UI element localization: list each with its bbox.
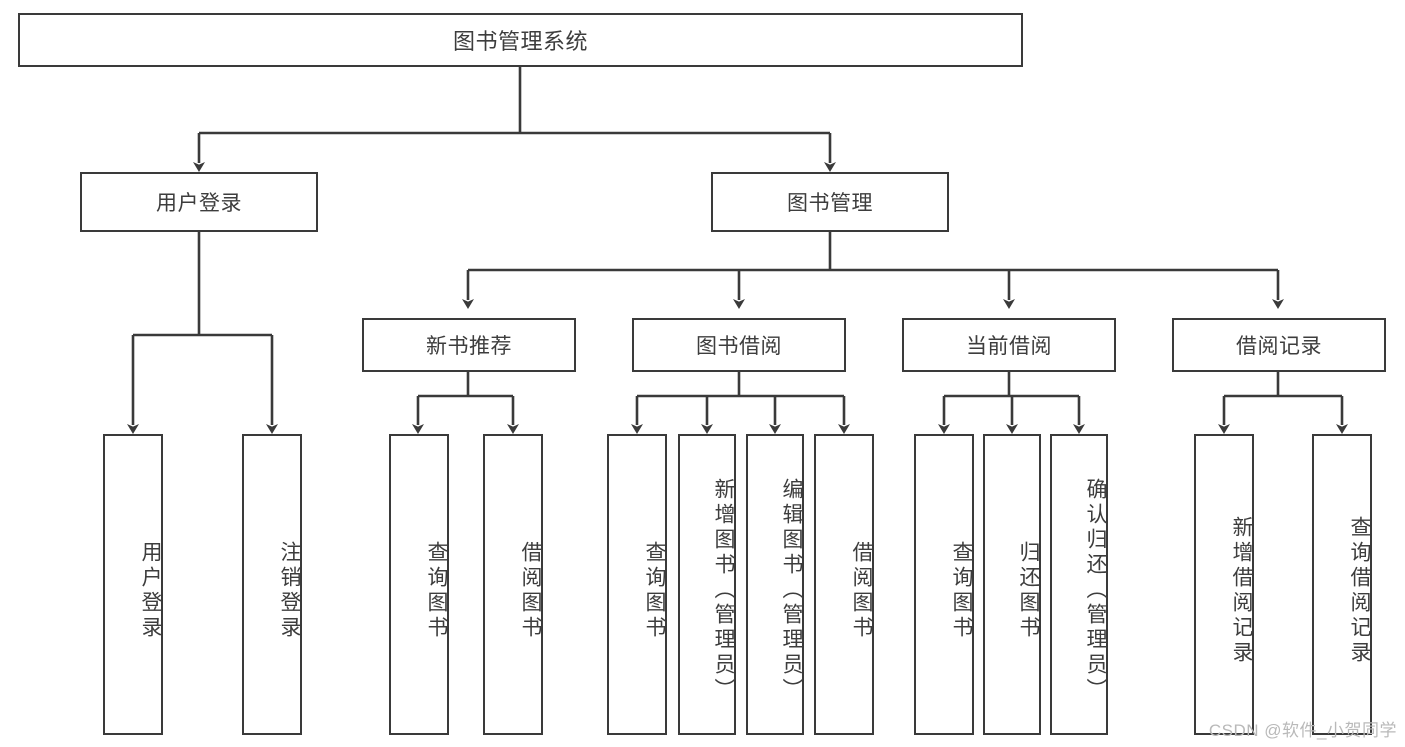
node-leaf-newbook-query-book[interactable]: 查询图书 (389, 434, 449, 735)
node-label: 当前借阅 (966, 335, 1052, 358)
node-label: 编辑图书（管理员） (780, 478, 803, 703)
node-label: 新书推荐 (426, 335, 512, 358)
node-book-borrowing[interactable]: 图书借阅 (632, 318, 846, 372)
node-book-management[interactable]: 图书管理 (711, 172, 949, 232)
node-leaf-borrow-query-book[interactable]: 查询图书 (607, 434, 667, 735)
node-label: 用户登录 (156, 192, 242, 215)
node-leaf-logout[interactable]: 注销登录 (242, 434, 302, 735)
node-new-book-recommendation[interactable]: 新书推荐 (362, 318, 576, 372)
node-borrowing-record[interactable]: 借阅记录 (1172, 318, 1386, 372)
node-label: 新增图书（管理员） (712, 478, 735, 703)
node-current-borrowing[interactable]: 当前借阅 (902, 318, 1116, 372)
node-label: 注销登录 (278, 540, 301, 641)
node-leaf-record-query-record[interactable]: 查询借阅记录 (1312, 434, 1372, 735)
node-label: 查询借阅记录 (1348, 515, 1371, 666)
node-label: 图书管理系统 (452, 29, 588, 54)
node-label: 用户登录 (139, 540, 162, 641)
node-leaf-borrow-borrow-book[interactable]: 借阅图书 (814, 434, 874, 735)
node-label: 查询图书 (643, 540, 666, 641)
node-label: 借阅图书 (519, 540, 542, 641)
node-leaf-newbook-borrow-book[interactable]: 借阅图书 (483, 434, 543, 735)
csdn-watermark: CSDN @软件_小贺同学 (1208, 721, 1397, 740)
node-label: 新增借阅记录 (1230, 515, 1253, 666)
node-leaf-borrow-add-book-admin[interactable]: 新增图书（管理员） (678, 434, 736, 735)
node-leaf-record-add-record[interactable]: 新增借阅记录 (1194, 434, 1254, 735)
node-root-book-management-system[interactable]: 图书管理系统 (18, 13, 1023, 67)
node-label: 归还图书 (1017, 540, 1040, 641)
node-label: 确认归还（管理员） (1084, 478, 1107, 703)
node-user-login[interactable]: 用户登录 (80, 172, 318, 232)
node-label: 图书借阅 (696, 335, 782, 358)
node-leaf-current-confirm-return-admin[interactable]: 确认归还（管理员） (1050, 434, 1108, 735)
node-leaf-current-return-book[interactable]: 归还图书 (983, 434, 1041, 735)
node-label: 图书管理 (787, 192, 873, 215)
node-leaf-current-query-book[interactable]: 查询图书 (914, 434, 974, 735)
node-label: 借阅记录 (1236, 335, 1322, 358)
node-label: 查询图书 (950, 540, 973, 641)
node-leaf-user-login[interactable]: 用户登录 (103, 434, 163, 735)
node-label: 借阅图书 (850, 540, 873, 641)
node-leaf-borrow-edit-book-admin[interactable]: 编辑图书（管理员） (746, 434, 804, 735)
node-label: 查询图书 (425, 540, 448, 641)
